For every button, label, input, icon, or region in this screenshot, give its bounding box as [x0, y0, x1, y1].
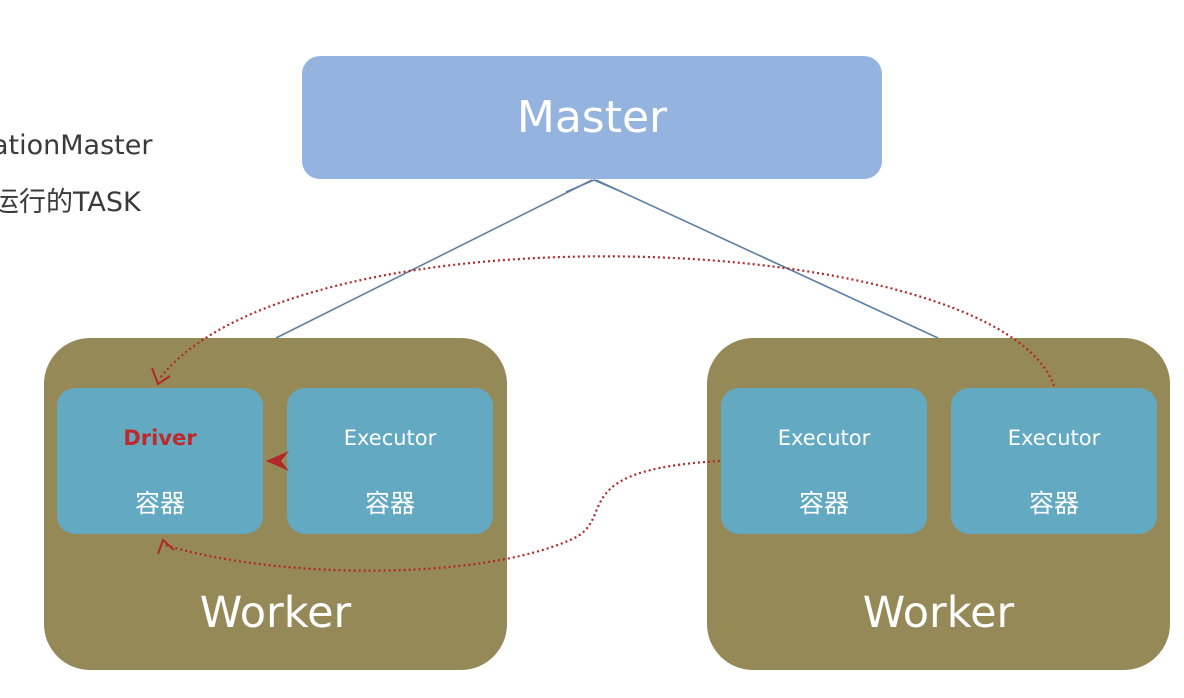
executor-title-right-1: Executor	[777, 426, 871, 450]
executor-title-right-2: Executor	[1007, 426, 1101, 450]
executor-subtitle-right-2: 容器	[1028, 489, 1079, 518]
master-label: Master	[516, 92, 668, 143]
driver-subtitle: 容器	[134, 489, 185, 518]
executor-subtitle-left: 容器	[364, 489, 415, 518]
executor-container-left: Executor 容器	[287, 388, 493, 534]
master-arrowhead	[565, 179, 623, 193]
worker-label-right: Worker	[862, 588, 1015, 638]
executor-container-right-1: Executor 容器	[721, 388, 927, 534]
executor-title-left: Executor	[343, 426, 437, 450]
executor-subtitle-right-1: 容器	[798, 489, 849, 518]
cropped-text-application-master: ationMaster	[0, 130, 153, 161]
worker-left-to-master-line	[275, 179, 593, 339]
worker-right-to-master-line	[595, 179, 939, 339]
driver-container: Driver 容器	[57, 388, 263, 534]
worker-label-left: Worker	[199, 588, 352, 638]
master-node: Master	[302, 56, 882, 179]
executor-container-right-2: Executor 容器	[951, 388, 1157, 534]
cropped-text-running-task: 运行的TASK	[0, 187, 141, 218]
driver-title: Driver	[123, 426, 197, 450]
